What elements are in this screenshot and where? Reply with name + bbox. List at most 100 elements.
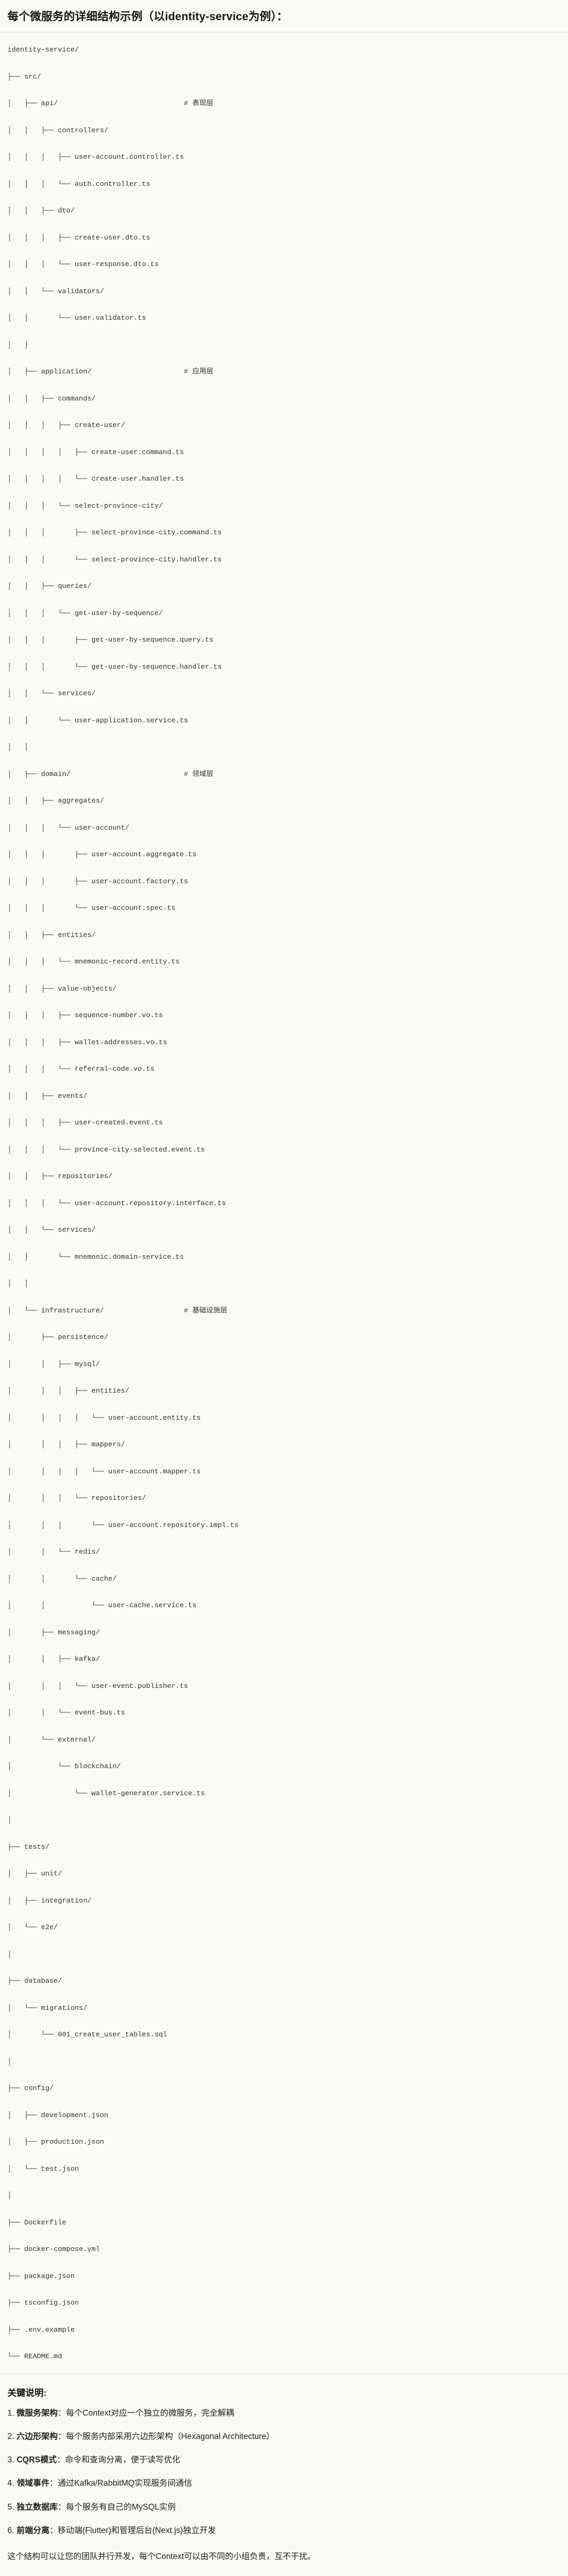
- tree-line: │ │ ├── queries/: [7, 582, 92, 591]
- key-note-separator: ：: [49, 2526, 58, 2535]
- key-note-label: 微服务架构: [16, 2408, 58, 2418]
- directory-tree-block: identity-service/ ├── src/ │ ├── api/ # …: [0, 32, 568, 2373]
- tree-line: │ │ │ └── user-account.repository.impl.t…: [7, 1521, 239, 1529]
- key-note-number: 1.: [7, 2408, 17, 2418]
- tree-line: │ │ ├── commands/: [7, 394, 96, 403]
- tree-line: │ │ ├── events/: [7, 1091, 88, 1100]
- tree-line: ├── config/: [7, 2084, 54, 2093]
- tree-line: │ │ │ └── user-response.dto.ts: [7, 260, 159, 269]
- tree-line: │ │ │ ├── user-account.controller.ts: [7, 153, 184, 161]
- directory-tree-code: identity-service/ ├── src/ │ ├── api/ # …: [7, 43, 561, 2363]
- key-note-number: 5.: [7, 2502, 17, 2512]
- tree-line: │ └── blockchain/: [7, 1762, 121, 1771]
- tree-line: ├── docker-compose.yml: [7, 2245, 100, 2254]
- tree-line: │ │ ├── dto/: [7, 207, 75, 215]
- tree-line: │ ├── unit/: [7, 1870, 62, 1878]
- tree-line: │ │ │ └── repositories/: [7, 1494, 147, 1503]
- tree-line: │ ├── persistence/: [7, 1333, 108, 1342]
- tree-line: │ │ │ └── get-user-by-sequence/: [7, 609, 163, 617]
- tree-line: │ │ ├── mysql/: [7, 1360, 100, 1368]
- tree-line: ├── Dockerfile: [7, 2218, 66, 2227]
- key-note-separator: ：: [57, 2408, 66, 2418]
- tree-line: │ │ │ └── user-event.publisher.ts: [7, 1682, 188, 1690]
- directory-tree: identity-service/ ├── src/ │ ├── api/ # …: [7, 43, 561, 2363]
- key-note-separator: ：: [57, 2502, 66, 2512]
- tree-line: │ ├── production.json: [7, 2138, 105, 2146]
- key-note-separator: ：: [49, 2479, 58, 2488]
- key-note-item: 5. 独立数据库：每个服务有自己的MySQL实例: [7, 2501, 561, 2513]
- tree-line: │ │ │ ├── user-created.event.ts: [7, 1119, 163, 1127]
- key-note-item: 4. 领域事件：通过Kafka/RabbitMQ实现服务间通信: [7, 2477, 561, 2489]
- key-note-number: 6.: [7, 2526, 17, 2535]
- key-note-item: 2. 六边形架构：每个服务内部采用六边形架构（Hexagonal Archite…: [7, 2430, 561, 2443]
- tree-line: │ │ │ │ ├── create-user.command.ts: [7, 448, 184, 456]
- tree-line: │ │ └── services/: [7, 689, 96, 698]
- key-note-label: CQRS模式: [16, 2455, 57, 2465]
- tree-line: ├── database/: [7, 1977, 62, 1985]
- key-note-separator: ：: [57, 2432, 66, 2441]
- tree-line: │ └── test.json: [7, 2164, 79, 2173]
- tree-line: │ └── 001_create_user_tables.sql: [7, 2031, 167, 2039]
- tree-line: │ │ │ └── referral-code.vo.ts: [7, 1065, 154, 1073]
- tree-line: │: [7, 2057, 12, 2066]
- tree-line: │ │ └── user-cache.service.ts: [7, 1601, 197, 1610]
- tree-line: │ └── wallet-generator.service.ts: [7, 1789, 205, 1797]
- tree-line: │ │ │ ├── entities/: [7, 1387, 130, 1395]
- key-note-item: 1. 微服务架构：每个Context对应一个独立的微服务，完全解耦: [7, 2407, 561, 2419]
- tree-line: │ │ │ └── get-user-by-sequence.handler.t…: [7, 662, 222, 671]
- key-note-item: 6. 前端分离：移动端(Flutter)和管理后台(Next.js)独立开发: [7, 2524, 561, 2537]
- key-note-body: 通过Kafka/RabbitMQ实现服务间通信: [57, 2479, 192, 2488]
- tree-line: │ ├── domain/ # 领域层: [7, 770, 213, 778]
- tree-line: │: [7, 2191, 12, 2200]
- tree-line: │ │: [7, 340, 29, 349]
- tree-line: └── README.md: [7, 2352, 62, 2361]
- key-note-label: 六边形架构: [16, 2432, 58, 2441]
- key-note-label: 领域事件: [16, 2479, 50, 2488]
- key-note-body: 每个服务内部采用六边形架构（Hexagonal Architecture）: [66, 2432, 275, 2441]
- tree-line: │ │ ├── aggregates/: [7, 797, 105, 805]
- tree-line: │ │ ├── kafka/: [7, 1655, 100, 1664]
- tree-line: │ │ ├── controllers/: [7, 126, 108, 134]
- tree-line: │ │ │ │ └── user-account.mapper.ts: [7, 1467, 201, 1475]
- tree-line: ├── .env.example: [7, 2325, 75, 2334]
- tree-line: │ ├── messaging/: [7, 1628, 100, 1636]
- tree-line: │ │ │ └── user-account.spec.ts: [7, 904, 176, 912]
- key-note-body: 移动端(Flutter)和管理后台(Next.js)独立开发: [57, 2526, 216, 2535]
- key-note-item: 3. CQRS模式：命令和查询分离，便于读写优化: [7, 2454, 561, 2466]
- tree-line: │ │ │ ├── user-account.factory.ts: [7, 877, 188, 885]
- tree-line: │ └── external/: [7, 1735, 96, 1744]
- tree-line: │ │ │ ├── select-province-city.command.t…: [7, 528, 222, 537]
- key-note-label: 前端分离: [16, 2526, 50, 2535]
- key-note-number: 2.: [7, 2432, 17, 2441]
- tree-line: │: [7, 1950, 12, 1958]
- key-note-body: 命令和查询分离，便于读写优化: [65, 2455, 180, 2465]
- tree-line: │ │ ├── value-objects/: [7, 984, 117, 993]
- tree-line: │ │ │ └── user-account/: [7, 823, 130, 832]
- tree-line: │ ├── integration/: [7, 1896, 92, 1905]
- page-title: 每个微服务的详细结构示例（以identity-service为例）：: [7, 11, 288, 23]
- tree-line: │ │ └── event-bus.ts: [7, 1709, 125, 1717]
- tree-line: │ └── infrastructure/ # 基础设施层: [7, 1306, 228, 1315]
- tree-line: │ │ │ └── select-province-city/: [7, 501, 163, 510]
- tree-line: │ │ └── services/: [7, 1226, 96, 1234]
- tree-line: │ │ ├── entities/: [7, 931, 96, 939]
- tree-line: │ │ └── cache/: [7, 1574, 117, 1583]
- tree-line: │ │ │ └── user-account.repository.interf…: [7, 1199, 226, 1207]
- tree-line: │ │ │ │ └── create-user.handler.ts: [7, 475, 184, 483]
- tree-line: │ │ └── user-application.service.ts: [7, 716, 188, 724]
- tree-line: │ │ │ ├── user-account.aggregate.ts: [7, 850, 197, 859]
- tree-line: │ │ │ ├── mappers/: [7, 1440, 125, 1449]
- key-notes-list: 1. 微服务架构：每个Context对应一个独立的微服务，完全解耦 2. 六边形架…: [7, 2407, 561, 2537]
- tree-line: │ │ │ ├── get-user-by-sequence.query.ts: [7, 636, 213, 644]
- closing-paragraph: 这个结构可以让您的团队并行开发，每个Context可以由不同的小组负责，互不干扰…: [7, 2552, 316, 2562]
- key-note-number: 4.: [7, 2479, 17, 2488]
- tree-line: │ │ │ └── province-city-selected.event.t…: [7, 1145, 205, 1154]
- tree-line: ├── package.json: [7, 2272, 75, 2280]
- tree-line: │ │ │ ├── sequence-number.vo.ts: [7, 1011, 163, 1020]
- tree-line: │ │ └── redis/: [7, 1548, 100, 1556]
- tree-line: │ │ └── mnemonic.domain-service.ts: [7, 1252, 184, 1261]
- tree-line: │ │ │ │ └── user-account.entity.ts: [7, 1413, 201, 1422]
- tree-line: ├── tsconfig.json: [7, 2299, 79, 2307]
